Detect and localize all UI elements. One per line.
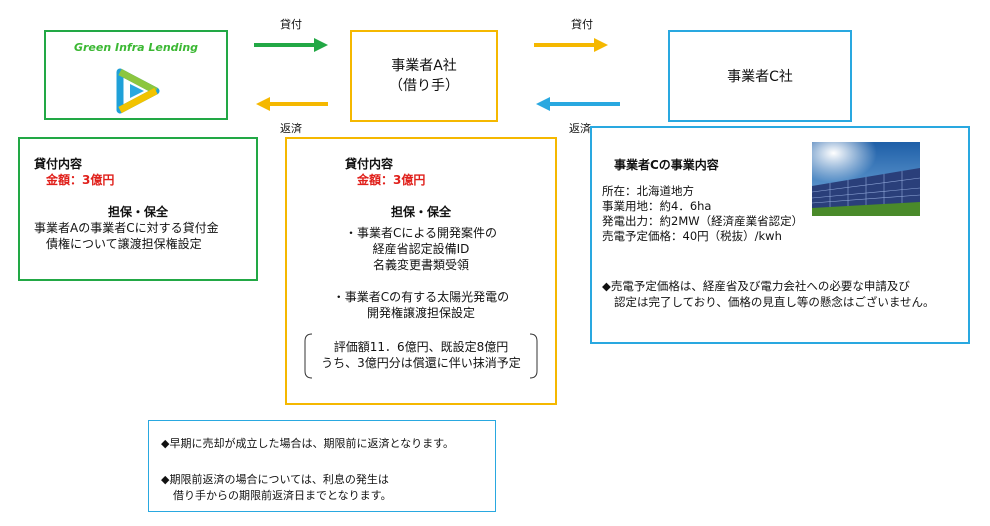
borrower-collateral-title: 担保・保全 [390,205,451,219]
repay-label-2: 返済 [569,122,591,135]
borrower-item1-line2: 経産省認定設備ID [372,242,470,256]
business-c-location: 所在：北海道地方 [602,184,694,198]
valuation-line1: 評価額11．6億円、既設定8億円 [333,340,509,354]
borrower-item2-line2: 開発権譲渡担保設定 [366,306,475,320]
lender-collateral-title: 担保・保全 [107,205,168,219]
business-c-box: 事業者C社 [668,30,852,122]
borrower-item1-line1: ・事業者Cによる開発案件の [344,226,498,240]
loan-label-2: 貸付 [571,18,593,31]
lender-logo-text: Green Infra Lending [73,41,199,54]
borrower-loan-title: 貸付内容 [345,157,394,171]
business-c-details-title: 事業者Cの事業内容 [614,158,719,172]
business-c-note-line2: 認定は完了しており、価格の見直し等の懸念はございません。 [614,295,935,309]
lender-collateral-line2: 債権について譲渡担保権設定 [46,237,202,251]
business-c-name: 事業者C社 [727,69,793,85]
repay-arrow-a-to-lender [256,97,328,111]
valuation-line2: うち、3億円分は償還に伴い抹消予定 [321,356,521,370]
borrower-detail-box: 貸付内容 金額：3億円 担保・保全 ・事業者Cによる開発案件の 経産省認定設備I… [285,137,557,405]
repay-label-1: 返済 [280,122,302,135]
repay-arrow-c-to-a [536,97,620,111]
right-bracket [529,333,538,379]
loan-arrow-lender-to-a [254,38,328,52]
borrower-loan-amount: 金額：3億円 [357,173,426,187]
business-c-note-line1: ◆売電予定価格は、経産省及び電力会社への必要な申請及び [602,279,910,293]
borrower-role: （借り手） [389,78,459,94]
borrower-item2-line1: ・事業者Cの有する太陽光発電の [332,290,510,304]
lender-loan-amount: 金額：3億円 [46,173,115,187]
lender-loan-title: 貸付内容 [34,157,83,171]
borrower-a-box: 事業者A社 （借り手） [350,30,498,122]
business-c-output: 発電出力：約2MW（経済産業省認定） [602,214,804,228]
solar-panel-image [812,142,920,216]
notes-line1: ◆早期に売却が成立した場合は、期限前に返済となります。 [161,437,455,450]
notes-line3: 借り手からの期限前返済日までとなります。 [173,489,392,502]
notes-line2: ◆期限前返済の場合については、利息の発生は [161,473,389,486]
lender-detail-box: 貸付内容 金額：3億円 担保・保全 事業者Aの事業者Cに対する貸付金 債権につい… [18,137,258,281]
business-c-detail-box: 事業者Cの事業内容 所在：北海道地方 事 [590,126,970,344]
left-bracket [304,333,313,379]
lender-logo-icon [116,68,160,114]
borrower-item1-line3: 名義変更書類受領 [372,258,469,272]
borrower-name: 事業者A社 [391,58,457,74]
lender-collateral-line1: 事業者Aの事業者Cに対する貸付金 [34,221,219,235]
valuation-bracket: 評価額11．6億円、既設定8億円 うち、3億円分は償還に伴い抹消予定 [303,333,539,379]
lender-logo-box: Green Infra Lending [44,30,228,120]
notes-box: ◆早期に売却が成立した場合は、期限前に返済となります。 ◆期限前返済の場合につい… [148,420,496,512]
loan-arrow-a-to-c [534,38,608,52]
business-c-price: 売電予定価格：40円（税抜）/kwh [602,229,782,243]
business-c-land: 事業用地：約4．6ha [602,199,712,213]
loan-label-1: 貸付 [280,18,302,31]
